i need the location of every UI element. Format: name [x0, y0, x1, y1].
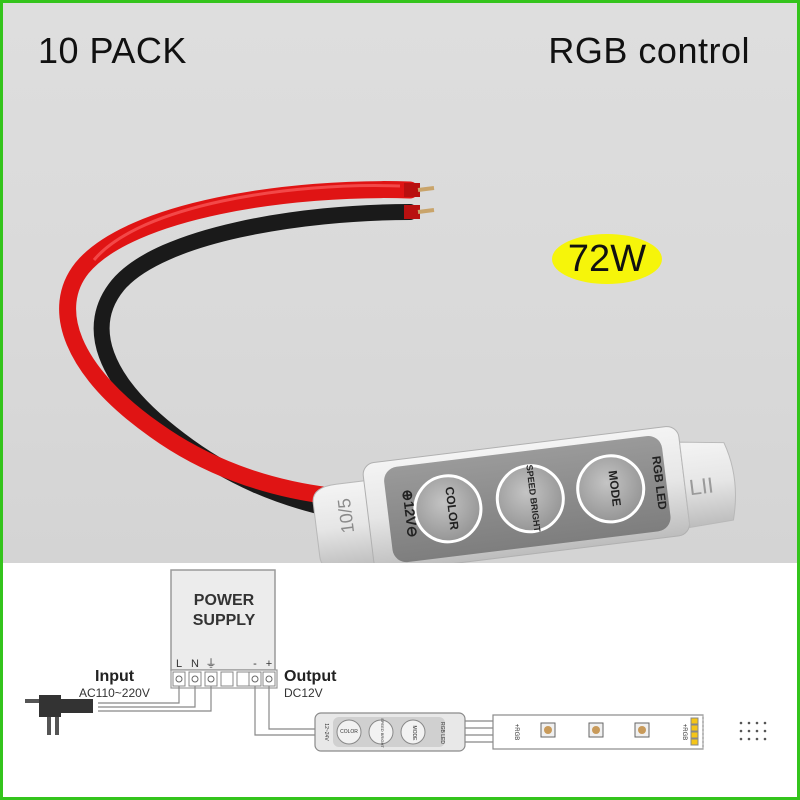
- rgb-led-end-label: RGB LED: [649, 455, 670, 511]
- wattage-badge: 72W: [552, 234, 662, 284]
- terminal-n-label: N: [191, 658, 199, 670]
- input-title: Input: [95, 668, 135, 685]
- product-type-label: RGB control: [548, 30, 750, 71]
- color-button-label: COLOR: [442, 486, 461, 531]
- terminal-l-label: L: [176, 658, 182, 670]
- terminal-plus-label: +: [266, 658, 272, 670]
- power-supply-label-line2: SUPPLY: [193, 612, 256, 629]
- strip-pin-label-right: +RGB: [681, 724, 687, 741]
- red-wire: [59, 181, 419, 505]
- output-title: Output: [284, 668, 337, 685]
- controller-photo: 10/5 LII ⊕12V⊖ COLOR SPEED BRIGHT MODE R…: [59, 181, 736, 565]
- power-supply-box: [170, 569, 276, 671]
- controller-body: 10/5 LII ⊕12V⊖ COLOR SPEED BRIGHT MODE R…: [312, 426, 736, 565]
- wattage-badge-text: 72W: [567, 238, 647, 280]
- strip-pin-label-left: +RGB: [513, 724, 519, 741]
- mode-button-label: MODE: [606, 470, 624, 507]
- input-value: AC110~220V: [79, 686, 150, 700]
- mini-speed-bright-label: SPEED BRIGHT: [380, 718, 385, 748]
- voltage-label: ⊕12V⊖: [399, 488, 421, 538]
- mini-voltage-label: 12~24V: [323, 723, 329, 741]
- output-wires: [254, 686, 315, 736]
- power-supply-label-line1: POWER: [194, 592, 255, 609]
- mini-color-label: COLOR: [340, 729, 358, 735]
- mini-rgb-led-label: RGB LED: [439, 722, 445, 744]
- black-wire: [93, 204, 418, 518]
- continuation-dots: [739, 721, 767, 741]
- red-wire-tip: [404, 183, 420, 197]
- black-wire-tip: [404, 205, 420, 219]
- led-strip: +RGB +RGB: [492, 714, 704, 750]
- terminal-minus-label: -: [253, 658, 257, 670]
- terminal-screws: [172, 671, 276, 687]
- pack-count-label: 10 PACK: [38, 30, 187, 71]
- output-value: DC12V: [284, 686, 323, 700]
- mini-mode-label: MODE: [411, 726, 417, 742]
- body-print-text: 10/5: [334, 497, 358, 534]
- terminal-ground-label: ⏚: [206, 657, 217, 670]
- wiring-diagram: POWER SUPPLY L N ⏚ - +: [3, 563, 797, 797]
- mini-controller: 12~24V COLOR SPEED BRIGHT MODE RGB LED: [314, 712, 466, 752]
- plug-icon: [25, 695, 93, 735]
- input-wires: [98, 686, 212, 712]
- side-print-text: LII: [688, 472, 715, 500]
